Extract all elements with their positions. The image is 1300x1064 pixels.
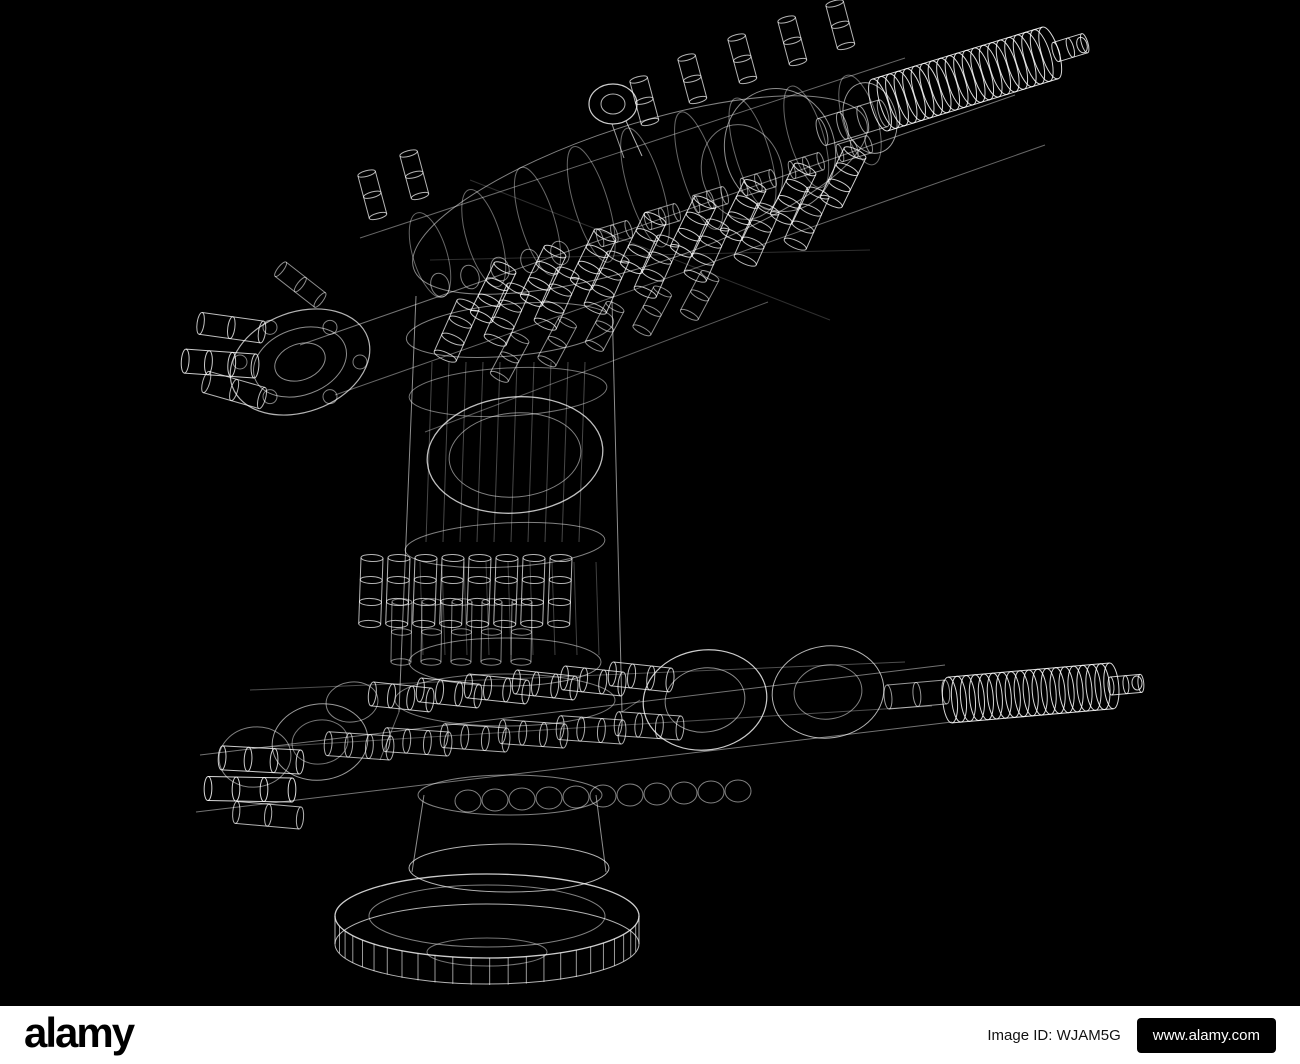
alamy-logo: alamy xyxy=(24,1009,135,1056)
wireframe-model xyxy=(180,0,1145,985)
footer-right-group: Image ID: WJAM5G www.alamy.com xyxy=(987,1017,1276,1053)
alamy-footer-bar: alamy Image ID: WJAM5G www.alamy.com xyxy=(0,1006,1300,1064)
alamy-url-pill: www.alamy.com xyxy=(1136,1017,1276,1053)
image-id-label: Image ID: WJAM5G xyxy=(987,1026,1121,1044)
